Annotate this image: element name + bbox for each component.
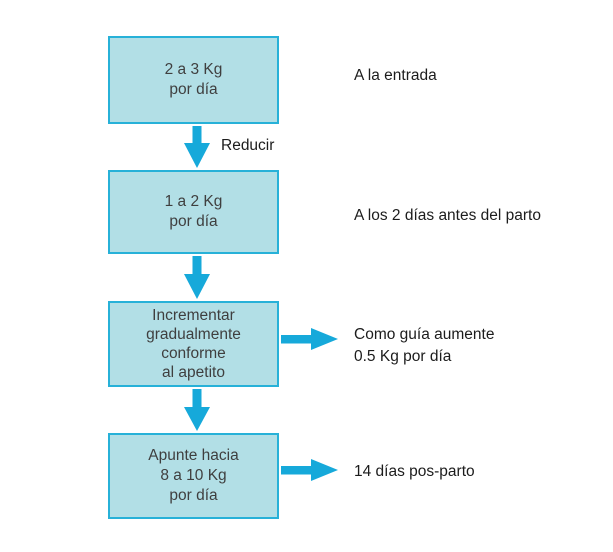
side-note-line: Como guía aumente [354, 326, 495, 343]
side-note-entrada: A la entrada [354, 65, 437, 87]
arrow-label-reducir: Reducir [221, 137, 275, 154]
arrow-down-3 [184, 389, 210, 431]
side-note-line: A los 2 días antes del parto [354, 207, 541, 224]
flow-box-meta: Apunte hacia 8 a 10 Kg por día [108, 433, 279, 519]
side-note-line: A la entrada [354, 67, 437, 84]
flow-box-entrada: 2 a 3 Kg por día [108, 36, 279, 124]
flow-box-line: por día [169, 487, 218, 504]
flow-box-line: al apetito [162, 364, 225, 381]
flow-box-line: por día [169, 213, 218, 230]
flow-box-incrementar: Incrementar gradualmente conforme al ape… [108, 301, 279, 387]
side-note-line: 14 días pos-parto [354, 463, 475, 480]
flow-box-pre-parto: 1 a 2 Kg por día [108, 170, 279, 254]
arrow-down-1 [184, 126, 210, 168]
flow-box-line: 2 a 3 Kg [164, 61, 223, 78]
arrow-right-2 [281, 459, 338, 481]
side-note-pre-parto: A los 2 días antes del parto [354, 205, 541, 227]
side-note-pos-parto: 14 días pos-parto [354, 461, 475, 483]
flow-box-line: 1 a 2 Kg [164, 193, 223, 210]
flow-box-line: conforme [161, 345, 226, 362]
flow-box-line: Apunte hacia [148, 447, 239, 464]
side-note-guia: Como guía aumente 0.5 Kg por día [354, 324, 494, 368]
flow-box-line: por día [169, 81, 218, 98]
flow-box-line: 8 a 10 Kg [160, 467, 227, 484]
side-note-line: 0.5 Kg por día [354, 348, 452, 365]
arrow-right-1 [281, 328, 338, 350]
flow-box-line: gradualmente [146, 326, 241, 343]
arrow-down-2 [184, 256, 210, 299]
flow-box-line: Incrementar [152, 307, 235, 324]
